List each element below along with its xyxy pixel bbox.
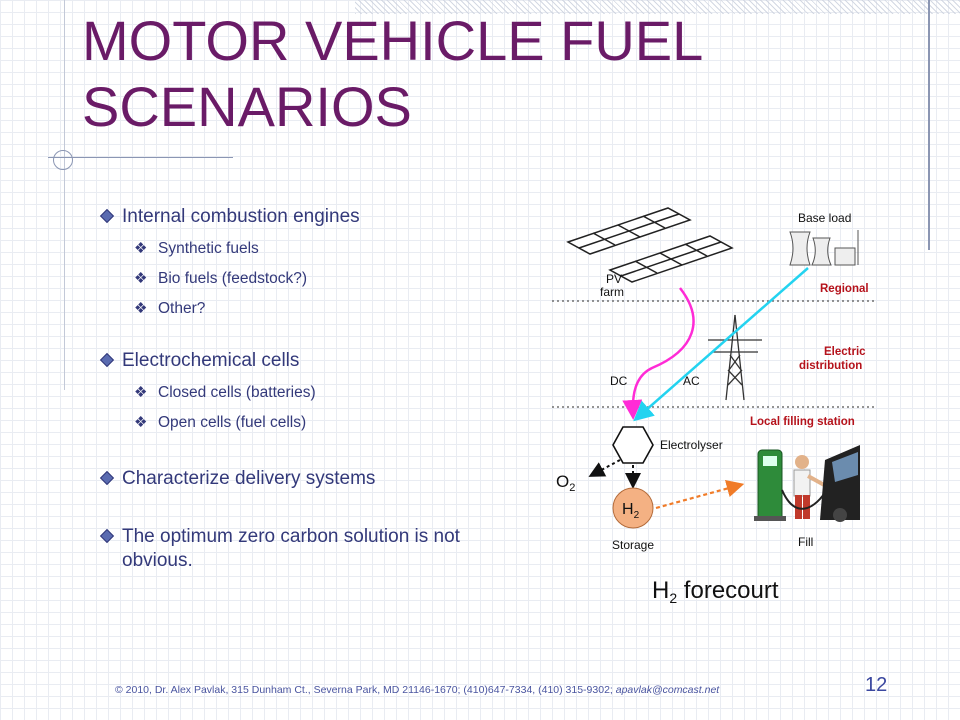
o2-arrow: [588, 459, 621, 477]
ac-power-line: [633, 267, 809, 422]
slide-title: MOTOR VEHICLE FUEL SCENARIOS: [82, 9, 702, 138]
distribution-label: distribution: [799, 360, 862, 372]
clover-bullet-icon: ❖: [134, 300, 148, 317]
clover-bullet-icon: ❖: [134, 384, 148, 401]
page-number: 12: [865, 674, 888, 696]
sub-bullet-item: ❖Other?: [134, 300, 206, 317]
car-icon: [820, 445, 860, 522]
decorative-hatch: [355, 0, 960, 14]
decorative-horizontal-line: [48, 157, 233, 158]
sub-bullet-item: ❖Bio fuels (feedstock?): [134, 270, 308, 287]
diamond-bullet-icon: [99, 528, 115, 544]
local-filling-station-label: Local filling station: [750, 416, 855, 428]
electric-label: Electric: [824, 346, 866, 358]
bullet-item: Internal combustion engines: [99, 205, 520, 229]
pv-label: PV: [606, 272, 622, 286]
fill-label: Fill: [798, 535, 813, 549]
dc-power-line: [622, 287, 695, 420]
sub-bullet-item: ❖Closed cells (batteries): [134, 384, 316, 401]
base-load-label: Base load: [798, 211, 851, 225]
decorative-circle: [53, 150, 73, 170]
sub-bullet-item: ❖Synthetic fuels: [134, 240, 259, 257]
bullet-list: Internal combustion engines ❖Synthetic f…: [99, 205, 520, 573]
fill-arrow: [655, 479, 745, 510]
ac-label: AC: [683, 374, 700, 388]
clover-bullet-icon: ❖: [134, 414, 148, 431]
person-icon: [793, 455, 827, 519]
diamond-bullet-icon: [99, 470, 115, 486]
regional-label: Regional: [820, 283, 869, 295]
storage-label: Storage: [612, 538, 654, 552]
dc-label: DC: [610, 374, 628, 388]
bullet-item: Characterize delivery systems: [99, 467, 520, 491]
power-pylon-icon: [708, 314, 762, 401]
fuel-pump-icon: [754, 449, 786, 521]
bullet-item: The optimum zero carbon solution is not …: [99, 525, 520, 573]
electrolyser-icon: [612, 426, 654, 464]
diamond-bullet-icon: [99, 208, 115, 224]
footer-email: apavlak@comcast.net: [615, 684, 720, 696]
h2-storage-label: H2: [622, 501, 640, 521]
bullet-item: Electrochemical cells: [99, 349, 520, 373]
clover-bullet-icon: ❖: [134, 270, 148, 287]
diamond-bullet-icon: [99, 352, 115, 368]
decorative-vertical-line: [928, 0, 930, 250]
h2-forecourt-caption: H2 forecourt: [652, 577, 779, 606]
clover-bullet-icon: ❖: [134, 240, 148, 257]
h2-forecourt-diagram: PV farm Base load Regional Electric dist…: [552, 207, 875, 606]
sub-bullet-item: ❖Open cells (fuel cells): [134, 414, 307, 431]
h2-storage-icon: [612, 487, 654, 529]
power-plant-icon: [789, 230, 859, 266]
footer-copyright: © 2010, Dr. Alex Pavlak, 315 Dunham Ct.,…: [115, 684, 720, 696]
o2-label: O2: [556, 472, 575, 494]
decorative-vertical-line-left: [64, 0, 65, 390]
pv-panel-icon: [566, 207, 734, 283]
electrolyser-label: Electrolyser: [660, 438, 723, 452]
farm-label: farm: [600, 285, 624, 299]
